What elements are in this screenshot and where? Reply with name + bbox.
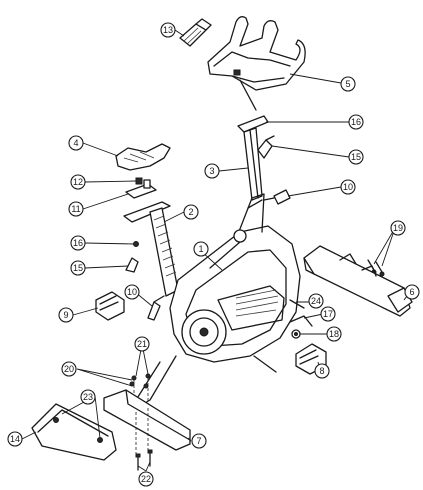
svg-text:10: 10 [343,182,353,192]
part-12-nut [135,177,143,185]
svg-text:18: 18 [329,329,339,339]
svg-text:16: 16 [73,238,83,248]
callout-2: 2 [183,204,199,220]
svg-text:24: 24 [311,296,321,306]
callout-11: 11 [68,201,84,217]
callout-9: 9 [58,307,74,323]
part-3-stem-post [237,115,269,201]
part-4-saddle [115,143,171,171]
callout-15-lower: 15 [70,260,86,276]
svg-text:1: 1 [198,244,203,254]
part-2-seat-post [123,201,179,297]
svg-text:13: 13 [163,25,173,35]
svg-text:11: 11 [71,204,80,214]
callout-6: 6 [404,284,420,300]
callout-14: 14 [7,431,23,447]
svg-text:3: 3 [209,166,214,176]
callout-17: 17 [320,306,336,322]
callout-16-upper: 16 [348,114,364,130]
callout-20: 20 [61,361,77,377]
svg-text:19: 19 [393,223,403,233]
callout-24: 24 [308,293,324,309]
svg-text:22: 22 [141,474,151,484]
svg-text:9: 9 [63,310,68,320]
svg-text:6: 6 [409,287,414,297]
callout-5: 5 [340,76,356,92]
callout-19: 19 [390,220,406,236]
callout-7: 7 [191,433,207,449]
svg-text:15: 15 [351,152,361,162]
svg-text:21: 21 [137,339,147,349]
svg-text:14: 14 [10,434,20,444]
svg-text:10: 10 [127,287,137,297]
part-20-21-washers [129,373,151,404]
svg-text:4: 4 [73,138,78,148]
part-11-seat-slider [125,179,157,199]
callouts: 13 5 16 15 4 3 12 10 11 2 19 16 1 15 6 1… [7,22,420,487]
callout-21: 21 [134,336,150,352]
svg-text:5: 5 [345,79,350,89]
callout-12: 12 [70,174,86,190]
part-13-bottle [179,18,212,47]
callout-13: 13 [160,22,176,38]
part-5-handlebar [207,16,306,111]
callout-15-upper: 15 [348,149,364,165]
part-17-18-crank-hardware [289,315,313,339]
callout-4: 4 [68,135,84,151]
part-10-lower-knob [147,295,165,321]
callout-23: 23 [80,389,96,405]
svg-text:16: 16 [351,117,361,127]
svg-text:7: 7 [196,436,201,446]
callout-10-upper: 10 [340,179,356,195]
part-10-upper-knob [263,189,291,205]
svg-text:17: 17 [323,309,333,319]
part-14-end-cap [31,403,117,461]
svg-text:8: 8 [319,366,324,376]
part-15-lower-lever [125,257,139,273]
part-24-bolt [289,299,305,309]
svg-text:12: 12 [73,177,83,187]
svg-text:23: 23 [83,392,93,402]
part-7-rear-stabilizer [103,389,191,454]
callout-8: 8 [314,363,330,379]
callout-10-lower: 10 [124,284,140,300]
part-16-lower-washer [133,241,139,247]
svg-text:15: 15 [73,263,83,273]
part-9-left-pedal [95,291,125,321]
callout-18: 18 [326,326,342,342]
callout-16-lower: 16 [70,235,86,251]
callout-22: 22 [138,471,154,487]
part-15-upper-lever [257,135,275,159]
svg-text:20: 20 [64,364,74,374]
part-6-front-stabilizer [303,245,413,317]
callout-1: 1 [193,241,209,257]
part-22-bolts [135,449,153,471]
callout-3: 3 [204,163,220,179]
svg-text:2: 2 [188,207,193,217]
